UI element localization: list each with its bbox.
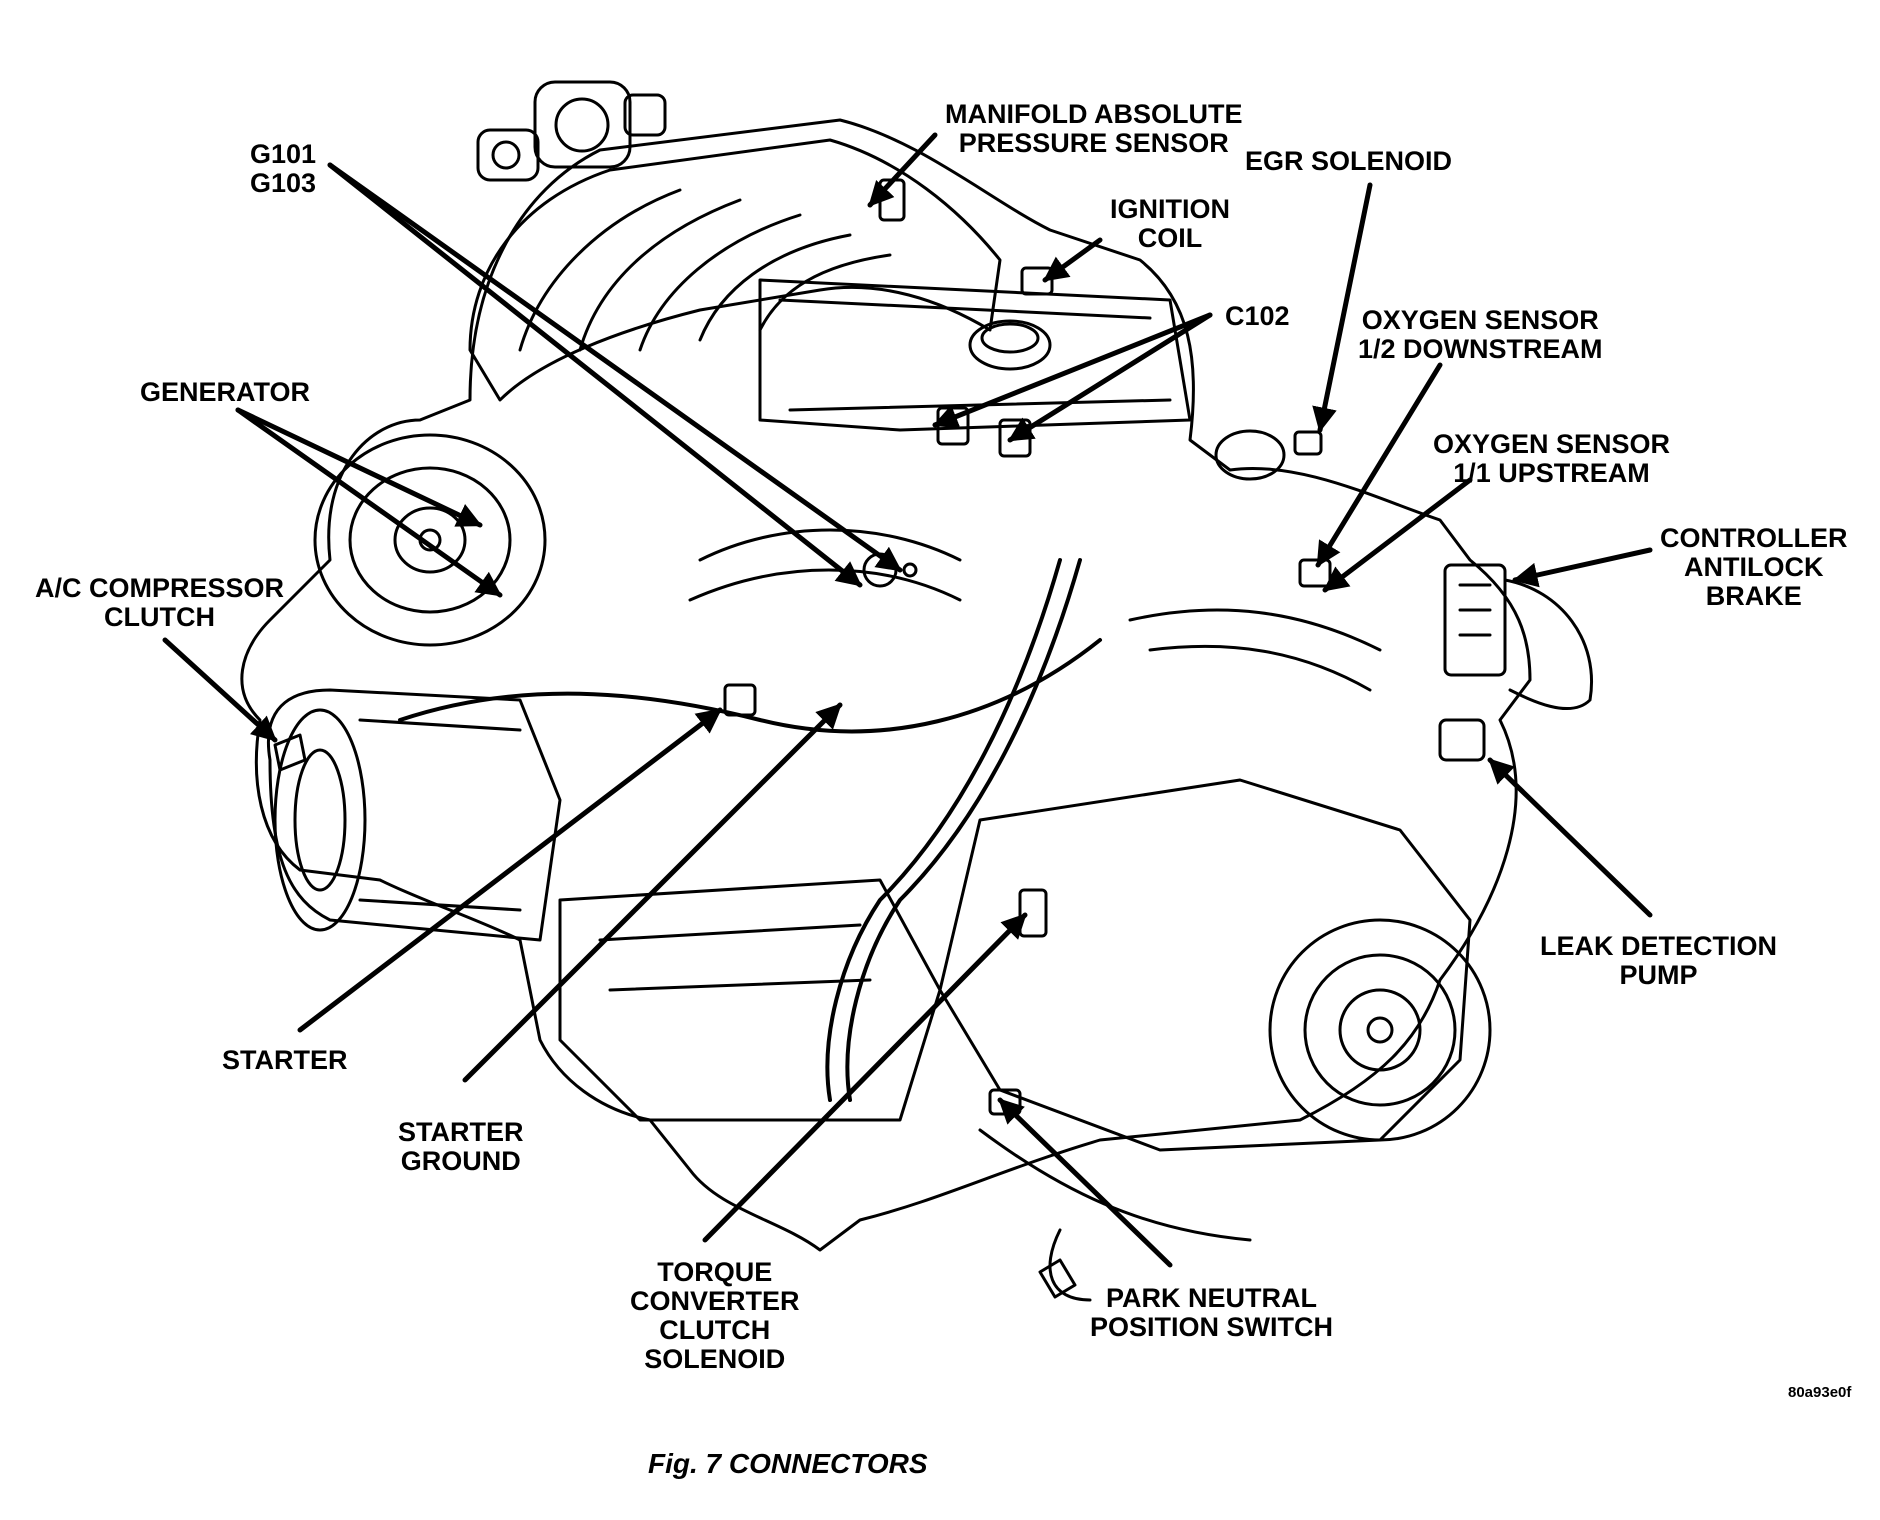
label-torque-converter-clutch-solenoid: TORQUE CONVERTER CLUTCH SOLENOID — [630, 1257, 800, 1374]
leader-lines — [162, 132, 1653, 1268]
image-code: 80a93e0f — [1788, 1384, 1852, 1401]
leader-c102-a — [932, 312, 1213, 429]
label-starter-ground: STARTER GROUND — [398, 1117, 524, 1176]
leader-generator-a — [235, 407, 483, 528]
label-o2-downstream: OXYGEN SENSOR 1/2 DOWNSTREAM — [1358, 305, 1603, 364]
label-park-neutral-position-switch: PARK NEUTRAL POSITION SWITCH — [1090, 1283, 1333, 1342]
leader-o2-downstream — [1315, 362, 1443, 568]
label-g101-g103: G101 G103 — [250, 139, 317, 198]
leader-park-neutral-position-switch — [997, 1097, 1173, 1268]
label-ignition-coil: IGNITION COIL — [1110, 194, 1230, 253]
leader-map-sensor — [867, 132, 938, 208]
leader-g103 — [327, 162, 903, 573]
leader-generator-b — [235, 407, 503, 598]
leader-c102-b — [1007, 312, 1213, 443]
leader-torque-converter-clutch-solenoid — [702, 912, 1028, 1243]
label-leak-detection-pump: LEAK DETECTION PUMP — [1540, 931, 1778, 990]
leader-leak-detection-pump — [1487, 757, 1653, 918]
leader-controller-antilock-brake — [1512, 547, 1653, 588]
label-egr-solenoid: EGR SOLENOID — [1245, 146, 1453, 176]
leader-ac-compressor-clutch — [162, 637, 278, 743]
engine-illustration — [240, 80, 1593, 1302]
label-controller-antilock-brake: CONTROLLER ANTILOCK BRAKE — [1660, 523, 1848, 611]
figure-caption: Fig. 7 CONNECTORS — [648, 1448, 928, 1479]
leader-o2-upstream — [1322, 477, 1473, 593]
label-generator: GENERATOR — [140, 377, 311, 407]
label-o2-upstream: OXYGEN SENSOR 1/1 UPSTREAM — [1433, 429, 1671, 488]
label-ac-compressor-clutch: A/C COMPRESSOR CLUTCH — [35, 573, 285, 632]
label-starter: STARTER — [222, 1045, 348, 1075]
label-c102: C102 — [1225, 301, 1290, 331]
label-map-sensor: MANIFOLD ABSOLUTE PRESSURE SENSOR — [945, 99, 1243, 158]
leader-starter-ground — [462, 702, 843, 1083]
leader-g101 — [327, 162, 863, 588]
leader-ignition-coil — [1042, 237, 1103, 283]
leader-egr-solenoid — [1312, 182, 1373, 433]
leader-starter — [297, 707, 723, 1033]
